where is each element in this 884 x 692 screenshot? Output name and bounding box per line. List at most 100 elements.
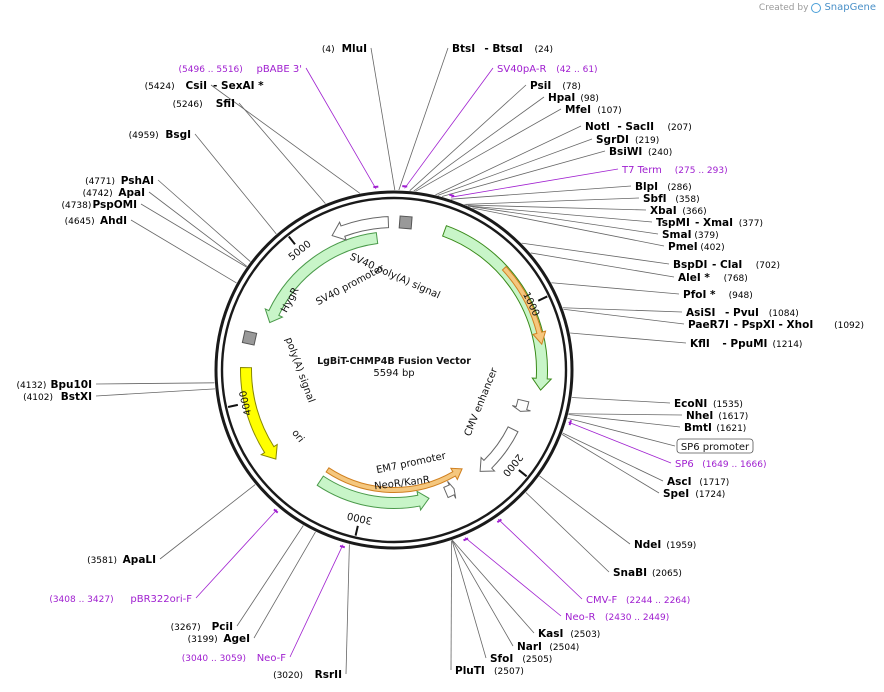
primer-name: SP6: [675, 459, 694, 470]
restriction-site[interactable]: SfiI(5246): [173, 98, 235, 110]
site-position: (286): [667, 183, 691, 193]
site-position: (3020): [273, 671, 303, 681]
restriction-site[interactable]: PciI(3267): [171, 621, 233, 633]
site-name: TspMI: [656, 217, 690, 229]
restriction-site[interactable]: MluI(4): [322, 43, 367, 55]
restriction-site[interactable]: HpaI(98): [548, 92, 599, 104]
site-leader-line: [464, 197, 640, 205]
feature-neo-bottom: [325, 467, 463, 493]
restriction-site[interactable]: SnaBI(2065): [613, 567, 682, 579]
primer[interactable]: SP6(1649 .. 1666): [568, 420, 767, 470]
restriction-site[interactable]: NotI- SacII(207): [585, 121, 692, 133]
primer[interactable]: T7 Term (275 .. 293): [449, 165, 728, 198]
site-name: EcoNI: [674, 398, 707, 410]
restriction-site[interactable]: SmaI(379): [662, 229, 719, 241]
restriction-site[interactable]: AscI(1717): [667, 476, 729, 488]
primer-mark: [449, 193, 455, 198]
restriction-site[interactable]: Bpu10I(4132): [16, 379, 92, 391]
restriction-site[interactable]: BtsI- BtsαI(24): [452, 43, 553, 55]
feature-neor: [316, 475, 430, 512]
restriction-site[interactable]: NheI(1617): [686, 410, 748, 422]
restriction-site[interactable]: PfoI *(948): [683, 289, 753, 301]
site-position: (5246): [173, 100, 203, 110]
site-extra: - PspXI - XhoI: [734, 319, 814, 331]
site-position: (1214): [773, 340, 803, 350]
site-name: XbaI: [650, 205, 677, 217]
restriction-site[interactable]: SpeI(1724): [663, 488, 725, 500]
site-name: BmtI: [684, 422, 712, 434]
restriction-site[interactable]: SfoI(2505): [490, 653, 552, 665]
primer-leader-line: [289, 544, 344, 658]
site-name: BlpI: [635, 181, 658, 193]
restriction-site[interactable]: KasI(2503): [538, 628, 600, 640]
restriction-site[interactable]: PspOMI(4738): [61, 199, 137, 211]
site-leader-line: [140, 203, 247, 268]
site-name: RsrII: [315, 669, 342, 681]
site-extra: - PvuI: [725, 307, 759, 319]
site-position: (4645): [65, 217, 95, 227]
primer[interactable]: Neo-R(2430 .. 2449): [463, 537, 670, 623]
site-extra: - PpuMI: [722, 338, 767, 350]
restriction-site[interactable]: TspMI- XmaI(377): [656, 217, 763, 229]
restriction-site[interactable]: NdeI(1959): [634, 539, 696, 551]
primer-mark: [496, 518, 502, 524]
restriction-site[interactable]: PshAI(4771): [85, 175, 154, 187]
primer-leader-line: [568, 421, 672, 464]
sp6-promoter-box[interactable]: SP6 promoter: [676, 438, 754, 454]
restriction-site[interactable]: PluTI(2507): [455, 665, 524, 677]
primer[interactable]: Neo-F(3040 .. 3059): [182, 544, 346, 664]
site-name: NdeI: [634, 539, 661, 551]
primer[interactable]: CMV-F(2244 .. 2264): [496, 518, 690, 606]
restriction-site[interactable]: ApaLI(3581): [87, 554, 156, 566]
restriction-site[interactable]: ApaI(4742): [83, 187, 145, 199]
restriction-site[interactable]: AsiSI- PvuI(1084): [686, 307, 799, 319]
site-position: (3581): [87, 556, 117, 566]
tick-mark: [518, 469, 528, 478]
site-leader-line: [530, 252, 675, 278]
restriction-site[interactable]: BstXI(4102): [23, 391, 92, 403]
site-leader-line: [253, 531, 316, 639]
primer-name: CMV-F: [586, 595, 617, 606]
feature-chmp4b: [501, 265, 547, 346]
restriction-site[interactable]: PmeI(402): [668, 241, 725, 253]
restriction-site[interactable]: BspDI- ClaI(702): [673, 259, 780, 271]
restriction-site[interactable]: MfeI(107): [565, 104, 622, 116]
restriction-site[interactable]: BlpI (286): [635, 181, 692, 193]
site-name: KasI: [538, 628, 563, 640]
site-position: (358): [675, 195, 699, 205]
credit-prefix: Created by: [758, 2, 809, 13]
primer-mark: [568, 420, 572, 426]
site-position: (207): [668, 123, 692, 133]
restriction-site[interactable]: EcoNI(1535): [674, 398, 743, 410]
site-position: (1621): [716, 424, 746, 434]
restriction-site[interactable]: PsiI(78): [530, 80, 581, 92]
restriction-site[interactable]: CsiI- SexAI *(5424): [145, 80, 264, 92]
primer-range: (42 .. 61): [556, 65, 597, 75]
restriction-site[interactable]: NarI(2504): [517, 641, 579, 653]
restriction-site[interactable]: AleI *(768): [678, 272, 748, 284]
site-leader-line: [398, 47, 449, 191]
restriction-site[interactable]: BsgI(4959): [129, 129, 191, 141]
site-leader-line: [130, 219, 237, 284]
restriction-site[interactable]: KflI - PpuMI (1214): [690, 338, 802, 350]
site-leader-line: [468, 205, 659, 235]
primer[interactable]: SV40pA-R(42 .. 61): [402, 64, 598, 188]
primer[interactable]: pBR322ori-F(3408 .. 3427): [49, 508, 279, 605]
restriction-site[interactable]: SgrDI(219): [596, 134, 659, 146]
restriction-site[interactable]: PaeR7I- PspXI - XhoI(1092): [688, 319, 864, 331]
restriction-site[interactable]: AgeI(3199): [188, 633, 250, 645]
site-leader-line: [551, 282, 680, 295]
site-extra: - XmaI: [695, 217, 733, 229]
site-name: KflI: [690, 338, 710, 350]
primer-range: (275 .. 293): [675, 166, 728, 176]
restriction-site[interactable]: XbaI(366): [650, 205, 707, 217]
feature-sv40-promoter: [331, 216, 390, 241]
site-name: NheI: [686, 410, 713, 422]
restriction-site[interactable]: AhdI(4645): [65, 215, 127, 227]
primer[interactable]: pBABE 3'(5496 .. 5516): [179, 64, 379, 189]
restriction-site[interactable]: BsiWI(240): [609, 146, 672, 158]
primer-name: T7 Term: [621, 165, 662, 176]
restriction-site[interactable]: SbfI(358): [643, 193, 700, 205]
restriction-site[interactable]: RsrII (3020): [273, 669, 342, 681]
restriction-site[interactable]: BmtI (1621): [684, 422, 746, 434]
